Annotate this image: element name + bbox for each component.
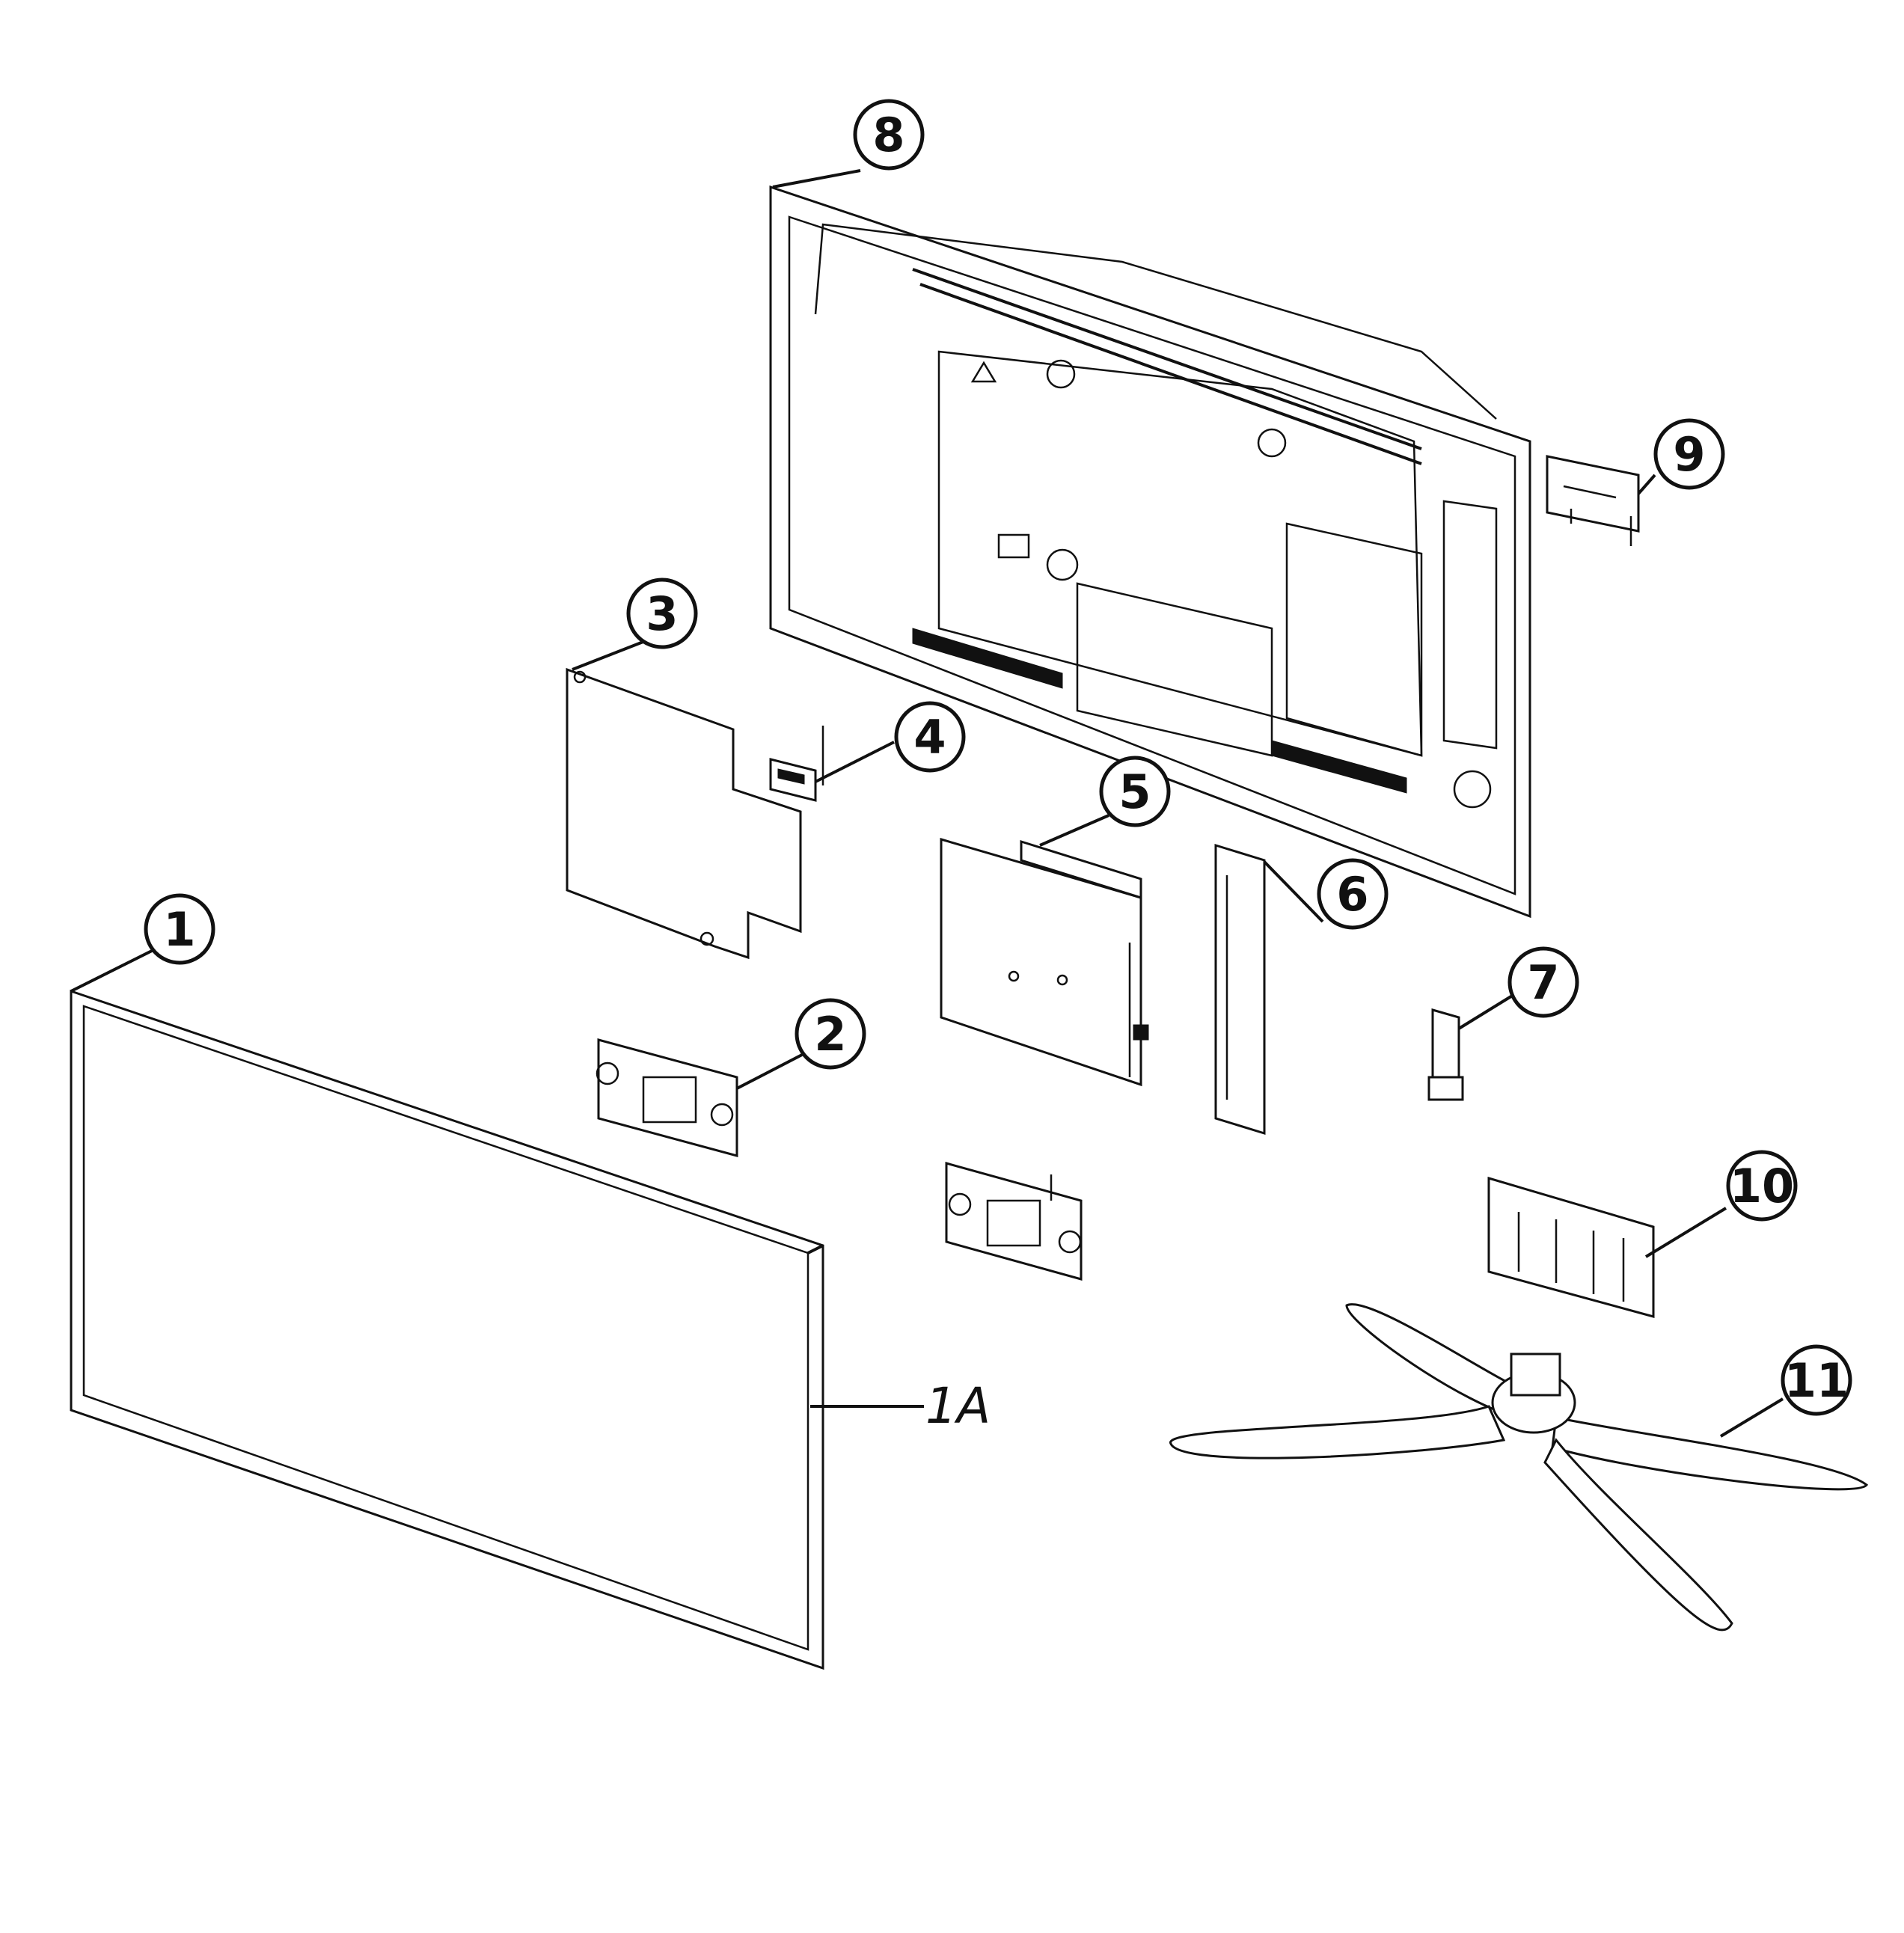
part-11-stand-base <box>1169 1303 1869 1632</box>
callout-10-label: 10 <box>1730 1159 1794 1213</box>
part-8-rear-cover <box>769 185 1531 919</box>
callout-4: 4 <box>894 701 966 773</box>
part-4-small-board <box>769 726 824 802</box>
callout-6-label: 6 <box>1336 867 1368 922</box>
callout-9-label: 9 <box>1673 427 1705 482</box>
callout-1a-label: 1A <box>925 1377 991 1435</box>
part-3-power-board <box>566 667 802 960</box>
callout-11-label: 11 <box>1784 1353 1849 1408</box>
callout-2: 2 <box>795 998 866 1070</box>
callout-7: 7 <box>1507 946 1579 1018</box>
callout-5-label: 5 <box>1118 765 1151 819</box>
callout-11: 11 <box>1781 1344 1852 1416</box>
speaker-bracket-unlabeled <box>945 1162 1083 1281</box>
callout-2-label: 2 <box>814 1007 846 1062</box>
callout-1: 1 <box>144 893 215 965</box>
callout-9: 9 <box>1653 418 1725 490</box>
callout-1a: 1A <box>925 1377 991 1435</box>
part-5-main-board <box>940 837 1149 1087</box>
callout-3: 3 <box>626 578 698 649</box>
callout-8-label: 8 <box>872 108 904 162</box>
callout-7-label: 7 <box>1527 955 1559 1010</box>
callout-6: 6 <box>1317 858 1389 930</box>
callout-8: 8 <box>853 99 925 171</box>
callout-10: 10 <box>1726 1150 1798 1222</box>
part-10-stand-neck <box>1487 1176 1655 1318</box>
callout-1-label: 1 <box>163 902 195 957</box>
part-1-display-panel <box>70 989 824 1670</box>
part-2-speaker-bracket <box>596 1038 738 1157</box>
callout-3-label: 3 <box>646 586 678 641</box>
leader-lines <box>70 169 1784 1438</box>
part-7-small-component <box>1427 1008 1464 1101</box>
part-9-bracket <box>1546 455 1640 546</box>
callout-4-label: 4 <box>913 710 946 765</box>
part-6-strip-board <box>1214 843 1266 1136</box>
callout-5: 5 <box>1099 756 1171 827</box>
